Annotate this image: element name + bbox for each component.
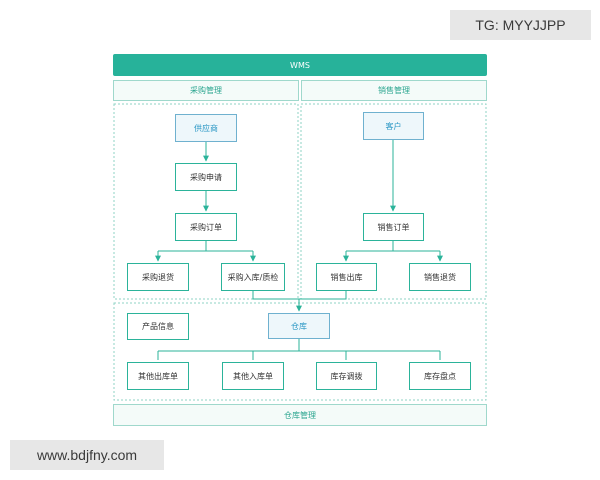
node-supplier: 供应商 — [175, 114, 237, 142]
wms-title: WMS — [290, 60, 310, 70]
connector-warehouse-link — [252, 291, 347, 300]
node-warehouse-label: 仓库 — [291, 321, 307, 331]
node-other-outbound: 其他出库单 — [127, 362, 189, 390]
sales-section-frame — [300, 103, 487, 300]
node-warehouse: 仓库 — [268, 313, 330, 339]
node-sales-order: 销售订单 — [363, 213, 424, 241]
procurement-header-label: 采购管理 — [190, 86, 222, 95]
node-other-outbound-label: 其他出库单 — [138, 371, 178, 381]
node-stocktake: 库存盘点 — [409, 362, 471, 390]
node-product-info: 产品信息 — [127, 313, 189, 340]
node-purchase-order: 采购订单 — [175, 213, 237, 241]
node-purchase-return-label: 采购退货 — [142, 272, 174, 282]
connector-order-split — [158, 241, 253, 252]
sales-header: 销售管理 — [301, 80, 487, 101]
warehouse-footer-label: 仓库管理 — [284, 410, 316, 420]
watermark-bottom-left: www.bdjfny.com — [10, 440, 164, 470]
node-sales-outbound: 销售出库 — [316, 263, 377, 291]
wms-title-bar: WMS — [113, 54, 487, 76]
watermark-top-right: TG: MYYJJPP — [450, 10, 591, 40]
node-customer: 客户 — [363, 112, 424, 140]
node-purchase-request-label: 采购申请 — [190, 172, 222, 182]
node-stock-transfer: 库存调拨 — [316, 362, 377, 390]
watermark-bottom-left-text: www.bdjfny.com — [36, 447, 138, 463]
connector-sales-order-split — [346, 241, 440, 252]
node-purchase-inbound-qc: 采购入库/质检 — [221, 263, 285, 291]
sales-header-label: 销售管理 — [378, 86, 410, 95]
warehouse-footer: 仓库管理 — [113, 404, 487, 426]
node-stock-transfer-label: 库存调拨 — [330, 371, 363, 381]
node-supplier-label: 供应商 — [194, 123, 218, 133]
watermark-top-right-text: TG: MYYJJPP — [475, 17, 566, 33]
node-stocktake-label: 库存盘点 — [424, 371, 456, 381]
node-purchase-inbound-qc-label: 采购入库/质检 — [227, 272, 279, 282]
node-customer-label: 客户 — [385, 121, 402, 131]
procurement-section-frame — [113, 103, 299, 300]
node-purchase-order-label: 采购订单 — [190, 222, 222, 232]
node-other-inbound: 其他入库单 — [222, 362, 284, 390]
node-sales-order-label: 销售订单 — [377, 222, 410, 232]
node-sales-return: 销售退货 — [409, 263, 471, 291]
connector-warehouse-split — [157, 339, 441, 360]
node-sales-outbound-label: 销售出库 — [330, 272, 363, 282]
node-other-inbound-label: 其他入库单 — [233, 371, 273, 381]
node-product-info-label: 产品信息 — [142, 322, 174, 331]
procurement-header: 采购管理 — [113, 80, 299, 101]
node-purchase-return: 采购退货 — [127, 263, 189, 291]
node-purchase-request: 采购申请 — [175, 163, 237, 191]
node-sales-return-label: 销售退货 — [424, 272, 456, 282]
warehouse-section-frame — [113, 302, 487, 401]
